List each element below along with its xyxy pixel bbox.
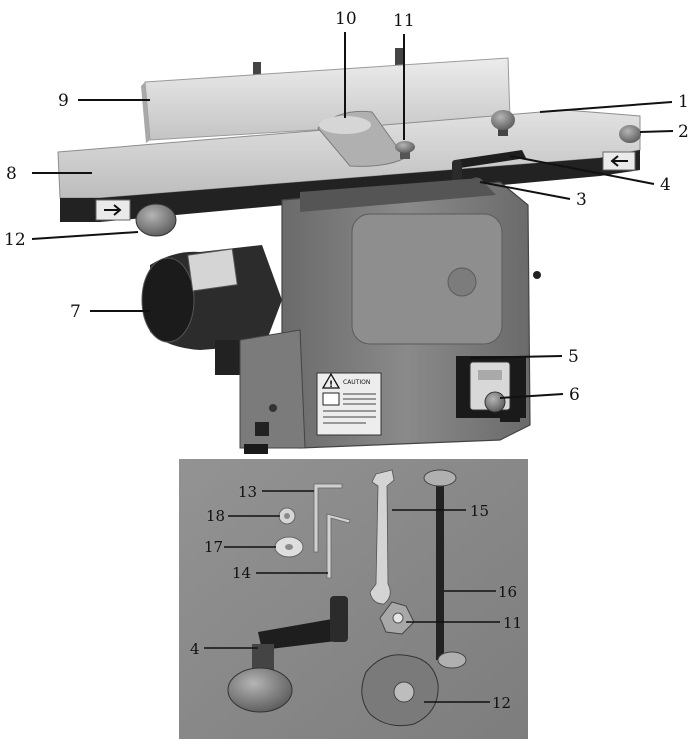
warning-exclamation: ! <box>329 380 333 390</box>
arrow-icon <box>104 204 122 216</box>
crank-grip <box>452 160 462 182</box>
hex-key-small <box>326 513 351 579</box>
fence-bracket <box>395 48 403 68</box>
guard-knob <box>395 141 415 153</box>
warning-triangle-icon <box>321 372 341 389</box>
knob-insert <box>393 681 415 703</box>
machine-callouts: 9 10 11 1 2 8 4 3 12 7 5 6 <box>4 9 689 405</box>
callout-3: 3 <box>576 190 587 210</box>
callout-11: 11 <box>393 11 415 31</box>
callout-12: 12 <box>4 230 26 250</box>
callout-4: 4 <box>660 175 671 195</box>
callout-14: 14 <box>232 564 251 582</box>
crank-handle-part <box>258 618 344 650</box>
threaded-rod <box>436 478 444 660</box>
callout-13: 13 <box>238 483 257 501</box>
crank-knob <box>227 667 293 713</box>
motor-label-plate <box>187 248 238 292</box>
callout-9: 9 <box>58 91 69 111</box>
fence-bracket <box>253 62 261 80</box>
washer-hole <box>284 513 290 519</box>
callout-2: 2 <box>678 122 689 142</box>
planer-thicknesser-machine: ! CAUTION <box>57 48 641 454</box>
emergency-stop-button <box>484 391 506 413</box>
foot <box>500 412 520 422</box>
callout-5: 5 <box>568 347 579 367</box>
callout-12-accessory: 12 <box>492 694 511 712</box>
manual-book-icon <box>322 392 340 406</box>
callout-4-accessory: 4 <box>190 640 200 658</box>
table-lock-knob <box>491 110 515 130</box>
callout-17: 17 <box>204 538 223 556</box>
depth-knob <box>619 125 641 143</box>
callout-1: 1 <box>678 92 689 112</box>
washer-hole <box>285 544 293 550</box>
callout-7: 7 <box>70 302 81 322</box>
rod-cap-top <box>423 469 457 487</box>
fence-edge <box>141 82 150 143</box>
callout-11-accessory: 11 <box>503 614 522 632</box>
hex-key-large <box>313 483 343 553</box>
housing-top <box>300 178 496 212</box>
cover-boss <box>447 267 477 297</box>
rod-cap-bottom <box>437 651 467 669</box>
dust-port <box>141 257 195 343</box>
side-bolt <box>533 271 541 279</box>
table-edge <box>60 150 640 222</box>
warning-label-title: CAUTION <box>343 379 370 386</box>
switch-button-on <box>478 370 502 380</box>
callout-10: 10 <box>335 9 357 29</box>
accessory-callouts: 13 18 17 14 15 16 11 4 12 <box>190 483 522 712</box>
crank-shaft <box>252 644 274 672</box>
cutter-guard-top <box>319 116 371 134</box>
callout-8: 8 <box>6 164 17 184</box>
arrow-icon <box>610 155 628 167</box>
callout-6: 6 <box>569 385 580 405</box>
crank-grip-part <box>330 596 348 642</box>
foot-bracket <box>255 422 269 436</box>
housing-cover-panel <box>351 213 503 345</box>
accessories-photo <box>179 459 528 739</box>
callout-16: 16 <box>498 583 517 601</box>
knob-insert <box>392 612 404 624</box>
infeed-knob <box>135 203 177 237</box>
callout-15: 15 <box>470 502 489 520</box>
callout-18: 18 <box>206 507 225 525</box>
crank-arm <box>455 150 526 168</box>
foot <box>244 444 268 454</box>
spanner <box>369 469 395 605</box>
bolt <box>269 404 277 412</box>
stand-leg-left <box>239 329 306 449</box>
